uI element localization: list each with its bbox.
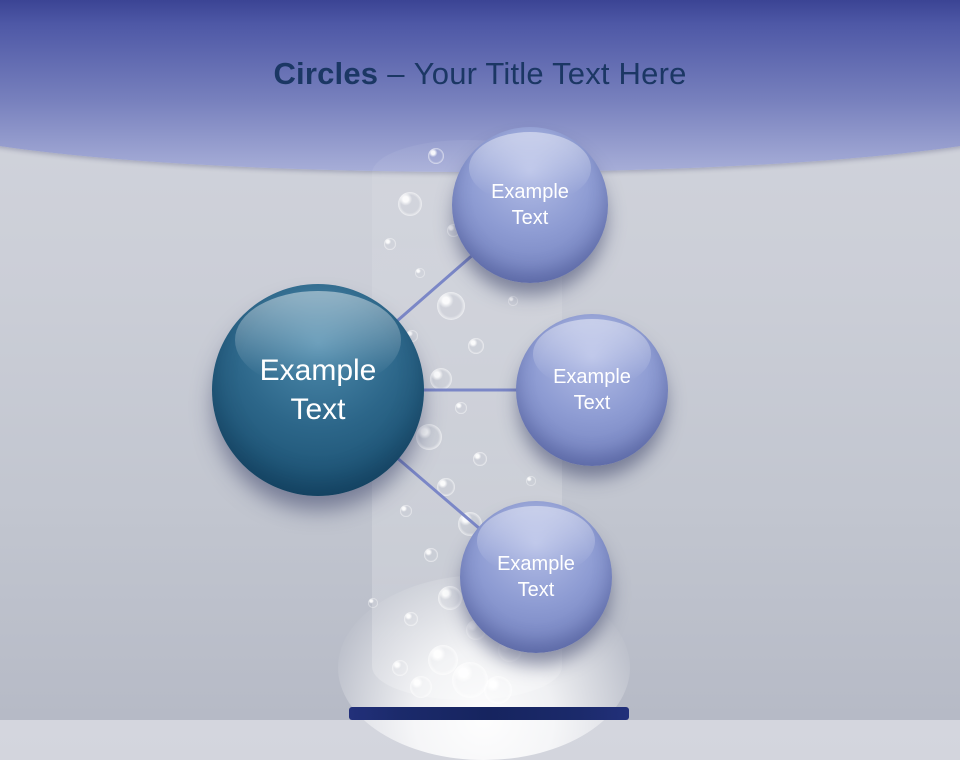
bubble	[468, 338, 484, 354]
bubble	[415, 268, 425, 278]
satellite-circle-middle-label: Example Text	[553, 366, 631, 414]
slide-title: Circles–Your Title Text Here	[0, 56, 960, 92]
bubble	[398, 192, 422, 216]
bubble	[400, 505, 412, 517]
bubble	[508, 296, 518, 306]
bubble	[455, 402, 467, 414]
bubble	[424, 548, 438, 562]
bubble	[428, 148, 444, 164]
slide-title-text: Your Title Text Here	[413, 56, 687, 91]
bubble	[526, 476, 536, 486]
satellite-circle-bottom-label: Example Text	[497, 553, 575, 601]
bubble	[452, 662, 488, 698]
main-circle-label: Example Text	[259, 354, 377, 426]
bubble	[438, 586, 462, 610]
bubble	[392, 660, 408, 676]
slide-title-bold: Circles	[273, 56, 379, 91]
bubble	[404, 612, 418, 626]
bubble	[430, 368, 452, 390]
bubble	[428, 645, 458, 675]
bubble	[437, 478, 455, 496]
satellite-circle-bottom: Example Text	[460, 501, 612, 653]
bubble	[384, 238, 396, 250]
bubble	[473, 452, 487, 466]
bubble	[410, 676, 432, 698]
glass-base-decoration	[349, 707, 629, 720]
bubble	[437, 292, 465, 320]
slide-title-separator: –	[387, 56, 405, 91]
main-circle: Example Text	[212, 284, 424, 496]
bubble	[484, 676, 512, 704]
satellite-circle-middle: Example Text	[516, 314, 668, 466]
satellite-circle-top-label: Example Text	[491, 181, 569, 229]
satellite-circle-top: Example Text	[452, 127, 608, 283]
bubble	[416, 424, 442, 450]
bubble	[368, 598, 378, 608]
